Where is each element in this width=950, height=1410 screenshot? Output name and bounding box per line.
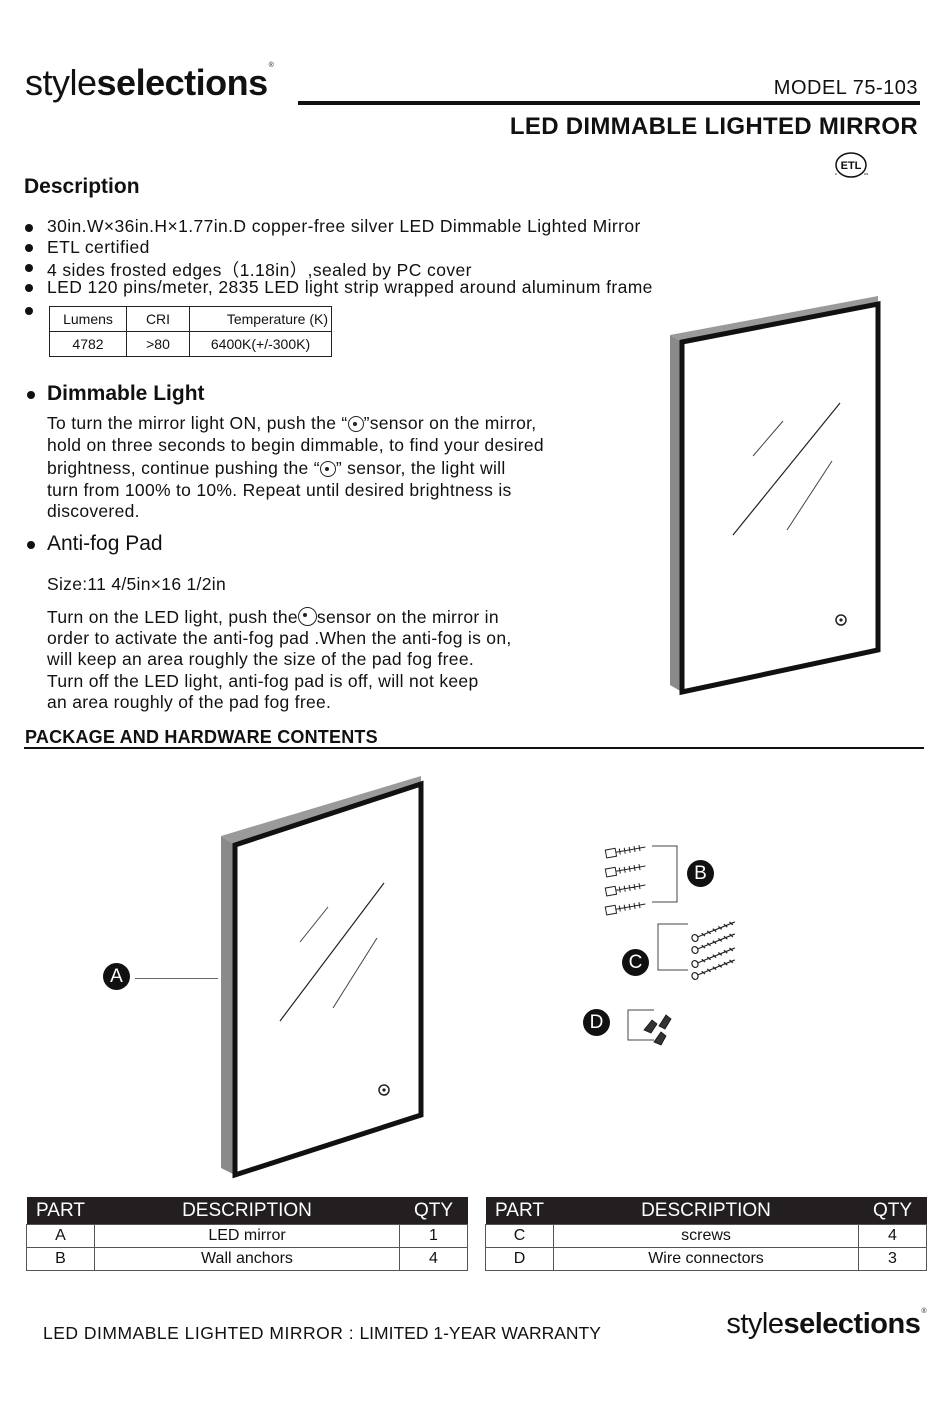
col-part: PART: [485, 1197, 554, 1225]
cell-part: D: [485, 1247, 554, 1271]
antifog-line: an area roughly of the pad fog free.: [47, 692, 332, 712]
parts-table-right: PART DESCRIPTION QTY C screws 4 D Wire c…: [485, 1197, 927, 1271]
col-qty: QTY: [858, 1197, 927, 1225]
part-label-b: B: [687, 860, 714, 887]
cell-qty: 4: [858, 1224, 927, 1248]
bullet-dot: [25, 244, 33, 252]
package-heading: PACKAGE AND HARDWARE CONTENTS: [25, 727, 378, 747]
spec-value-temperature: 6400K(+/-300K): [189, 331, 332, 357]
cell-qty: 4: [399, 1247, 468, 1271]
footer-logo-light: style: [726, 1308, 784, 1340]
bullet-dot: [25, 284, 33, 292]
part-label-a: A: [103, 963, 130, 990]
cell-qty: 1: [399, 1224, 468, 1248]
table-row: D Wire connectors 3: [485, 1247, 927, 1271]
svg-text:c: c: [835, 171, 837, 176]
bullet-item: ETL certified: [47, 237, 150, 257]
part-d-wire-connectors: [627, 1009, 672, 1046]
page-title: LED DIMMABLE LIGHTED MIRROR: [509, 113, 918, 140]
spec-header-lumens: Lumens: [49, 306, 127, 332]
dimmable-line: brightness, continue pushing the “” sens…: [47, 458, 506, 478]
bullet-item: 4 sides frosted edges（1.18in）,sealed by …: [47, 260, 472, 280]
spec-table: Lumens CRI Temperature (K) 4782 >80 6400…: [49, 306, 332, 357]
bullet-dot: [25, 307, 33, 315]
sensor-icon: [297, 607, 317, 626]
mirror-illustration: [670, 296, 881, 696]
part-a-leader-line: [135, 978, 218, 979]
etl-logo-text: ETL: [841, 160, 862, 172]
warranty-text: LED DIMMABLE LIGHTED MIRROR : LIMITED 1-…: [43, 1323, 601, 1344]
dimmable-text: To turn the mirror light ON, push the “”…: [47, 413, 544, 522]
dimmable-bullet-dot: [27, 391, 35, 399]
spec-header-row: Lumens CRI Temperature (K): [49, 306, 332, 332]
part-c-screws: [657, 921, 736, 981]
warranty-term: LIMITED 1-YEAR WARRANTY: [359, 1323, 601, 1343]
cell-part: B: [26, 1247, 95, 1271]
antifog-size: Size:11 4/5in×16 1/2in: [47, 574, 226, 594]
cell-description: Wire connectors: [553, 1247, 859, 1271]
spec-header-temperature: Temperature (K): [189, 306, 332, 332]
cell-description: Wall anchors: [94, 1247, 400, 1271]
dimmable-line: hold on three seconds to begin dimmable,…: [47, 435, 544, 455]
col-description: DESCRIPTION: [94, 1197, 400, 1225]
brand-logo: styleselections®: [25, 62, 274, 104]
table-row: B Wall anchors 4: [26, 1247, 468, 1271]
antifog-line: Turn off the LED light, anti-fog pad is …: [47, 671, 479, 691]
antifog-heading: Anti-fog Pad: [47, 532, 163, 555]
part-label-c: C: [622, 949, 649, 976]
etl-logo: ETL c us: [833, 151, 869, 179]
brand-reg-mark: ®: [268, 62, 274, 69]
sensor-icon: [319, 461, 336, 477]
bullet-item: LED 120 pins/meter, 2835 LED light strip…: [47, 277, 653, 297]
antifog-line: order to activate the anti-fog pad .When…: [47, 628, 512, 648]
footer-brand-logo: styleselections®: [726, 1308, 926, 1341]
part-a-mirror: [221, 776, 424, 1179]
col-part: PART: [26, 1197, 95, 1225]
footer-logo-bold: selections: [783, 1308, 921, 1340]
cell-qty: 3: [858, 1247, 927, 1271]
bullet-dot: [25, 264, 33, 272]
spec-value-row: 4782 >80 6400K(+/-300K): [49, 331, 332, 357]
brand-logo-bold: selections: [96, 62, 269, 103]
brand-logo-light: style: [25, 62, 97, 103]
sensor-icon: [347, 416, 364, 432]
table-row: A LED mirror 1: [26, 1224, 468, 1248]
spec-header-cri: CRI: [126, 306, 190, 332]
footer-reg-mark: ®: [921, 1308, 926, 1315]
svg-text:us: us: [864, 171, 868, 176]
header-rule: [298, 101, 920, 105]
antifog-bullet-dot: [27, 541, 35, 549]
parts-table-header: PART DESCRIPTION QTY: [26, 1197, 468, 1225]
col-qty: QTY: [399, 1197, 468, 1225]
dimmable-line: turn from 100% to 10%. Repeat until desi…: [47, 480, 512, 500]
cell-part: C: [485, 1224, 554, 1248]
part-b-wall-anchors: [604, 845, 678, 916]
part-label-d: D: [583, 1009, 610, 1036]
dimmable-line: discovered.: [47, 501, 140, 521]
description-heading: Description: [24, 175, 140, 198]
antifog-line: will keep an area roughly the size of th…: [47, 649, 475, 669]
model-number: MODEL 75-103: [773, 77, 918, 99]
package-rule: [24, 747, 924, 749]
col-description: DESCRIPTION: [553, 1197, 859, 1225]
bullet-dot: [25, 224, 33, 232]
cell-description: screws: [553, 1224, 859, 1248]
dimmable-line: To turn the mirror light ON, push the “”…: [47, 413, 537, 433]
parts-table-left: PART DESCRIPTION QTY A LED mirror 1 B Wa…: [26, 1197, 468, 1271]
spec-value-cri: >80: [126, 331, 190, 357]
spec-value-lumens: 4782: [49, 331, 127, 357]
cell-part: A: [26, 1224, 95, 1248]
bullet-item: 30in.W×36in.H×1.77in.D copper-free silve…: [47, 216, 641, 236]
warranty-product: LED DIMMABLE LIGHTED MIRROR :: [43, 1323, 360, 1343]
dimmable-heading: Dimmable Light: [47, 382, 205, 405]
parts-table-header: PART DESCRIPTION QTY: [485, 1197, 927, 1225]
cell-description: LED mirror: [94, 1224, 400, 1248]
table-row: C screws 4: [485, 1224, 927, 1248]
